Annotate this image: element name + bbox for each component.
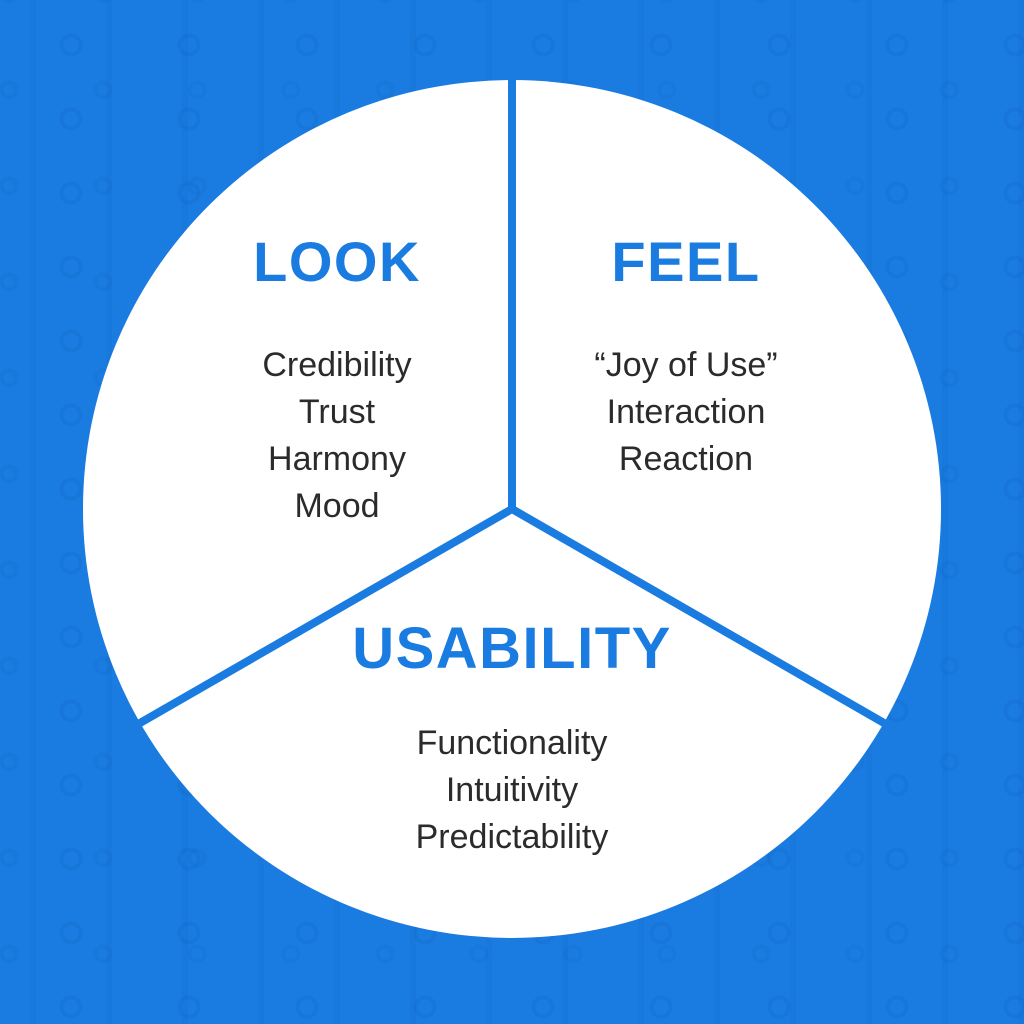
usability-item: Predictability	[415, 818, 609, 856]
usability-item: Functionality	[416, 724, 608, 762]
section-feel-items: “Joy of Use” Interaction Reaction	[594, 342, 777, 483]
section-usability: USABILITY Functionality Intuitivity Pred…	[352, 620, 672, 861]
feel-item: “Joy of Use”	[594, 346, 778, 384]
look-item: Credibility	[262, 346, 412, 384]
usability-item: Intuitivity	[445, 771, 579, 809]
look-item: Mood	[294, 487, 380, 525]
section-look: LOOK Credibility Trust Harmony Mood	[253, 234, 421, 530]
divider-lower-left	[138, 505, 514, 727]
divider-lower-right	[510, 505, 886, 727]
section-look-title: LOOK	[253, 230, 421, 293]
feel-item: Interaction	[606, 393, 766, 431]
look-item: Trust	[298, 393, 376, 431]
section-usability-items: Functionality Intuitivity Predictability	[352, 720, 672, 861]
section-look-items: Credibility Trust Harmony Mood	[253, 342, 421, 530]
look-item: Harmony	[268, 440, 406, 478]
section-feel: FEEL “Joy of Use” Interaction Reaction	[594, 234, 777, 483]
section-usability-title: USABILITY	[352, 616, 672, 681]
feel-item: Reaction	[618, 440, 754, 478]
section-feel-title: FEEL	[611, 230, 761, 293]
